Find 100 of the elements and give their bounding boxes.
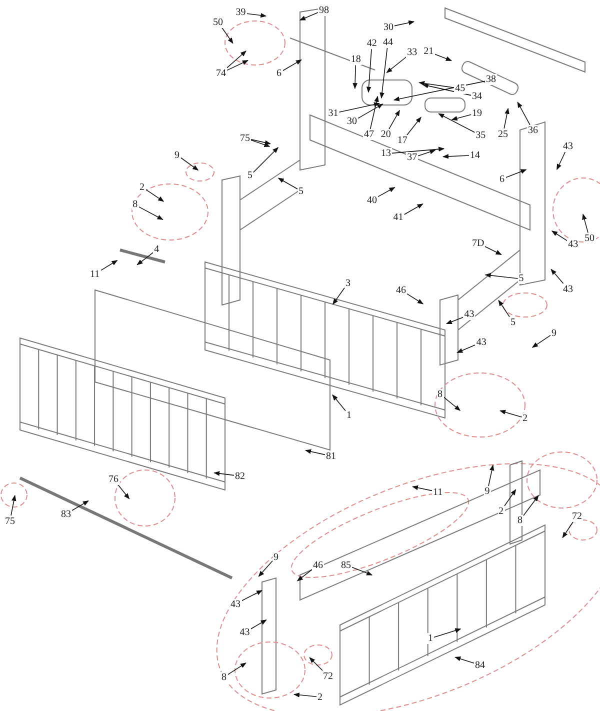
callout-number: 3 (344, 278, 352, 288)
leader-line (556, 151, 566, 170)
leader-line (241, 590, 263, 602)
callout-number: 47 (363, 128, 375, 140)
leader-line (309, 657, 323, 671)
leader-line (434, 628, 462, 638)
leader-line (278, 178, 298, 190)
callout-number: 45 (454, 83, 466, 94)
callout-number: 9 (484, 486, 491, 497)
callout-number: 1 (427, 632, 434, 644)
leader-line (358, 104, 384, 119)
callout-number: 8 (516, 514, 524, 526)
callout-number: 11 (432, 486, 444, 498)
leader-line (438, 113, 476, 133)
callout-number: 8 (436, 388, 444, 400)
callout-number: 31 (327, 108, 340, 119)
leader-line (250, 139, 271, 145)
callout-number: 43 (475, 336, 488, 348)
callout-number: 11 (89, 268, 101, 280)
callout-number: 13 (380, 148, 392, 160)
callout-number: 43 (562, 284, 574, 294)
callout-number: 50 (584, 232, 596, 244)
leader-line (296, 569, 312, 582)
callout-number: 2 (138, 182, 146, 192)
leader-line (406, 116, 422, 136)
callout-number: 40 (366, 194, 378, 206)
leader-line (332, 288, 345, 305)
callout-number: 38 (484, 74, 497, 86)
leader-line (227, 662, 246, 676)
callout-number: 46 (312, 560, 324, 570)
leader-line (532, 334, 551, 348)
leader-line (446, 316, 464, 324)
leader-line (422, 84, 472, 96)
leader-line (456, 344, 476, 353)
leader-line (550, 268, 564, 284)
leader-line (221, 27, 234, 44)
callout-number: 81 (325, 450, 337, 462)
leader-line (338, 102, 380, 112)
callout-number: 18 (350, 54, 362, 66)
leader-line (136, 252, 154, 266)
callout-number: 84 (474, 660, 486, 670)
callout-number: 2 (498, 506, 504, 516)
callout-number: 75 (4, 516, 16, 526)
callout-number: 85 (340, 560, 352, 570)
leader-line (366, 48, 372, 93)
leader-line (504, 108, 510, 129)
leader-line (253, 147, 279, 173)
leader-line (498, 300, 510, 318)
leader-line (517, 102, 530, 126)
callout-number: 43 (567, 239, 580, 250)
callout-number: 43 (463, 309, 476, 320)
callout-number: 9 (550, 328, 558, 338)
leader-line (250, 140, 270, 147)
callout-number: 43 (562, 140, 574, 152)
leader-line (305, 449, 326, 456)
callout-number: 5 (518, 273, 525, 284)
callout-number: 72 (571, 510, 583, 522)
callout-number: 7D (471, 238, 486, 248)
leader-line (352, 566, 373, 576)
leader-line (145, 188, 164, 202)
leader-line (412, 485, 432, 492)
callout-number: 76 (108, 474, 120, 485)
callout-number: 5 (246, 170, 254, 182)
leader-line (505, 169, 527, 178)
callout-number: 9 (174, 150, 180, 160)
leader-line (418, 81, 455, 88)
leader-line (488, 464, 494, 486)
callout-number: 6 (498, 174, 506, 184)
leader-line (392, 146, 445, 154)
callout-number: 46 (395, 284, 407, 296)
callout-number: 14 (468, 150, 481, 161)
callout-number: 25 (497, 128, 509, 140)
callout-number: 98 (318, 4, 330, 16)
leader-line (72, 500, 89, 511)
callout-number: 43 (230, 598, 242, 610)
leader-line (393, 80, 486, 102)
callout-number: 2 (316, 692, 324, 702)
callout-number: 35 (474, 130, 487, 141)
leader-line (434, 54, 452, 61)
callout-number: 83 (60, 508, 72, 520)
callout-number: 8 (132, 199, 139, 210)
leader-line (378, 187, 396, 198)
leader-line (442, 154, 470, 159)
callout-number: 2 (522, 412, 528, 424)
leader-line (332, 394, 346, 412)
callout-number: 30 (382, 22, 394, 33)
callout-number: 44 (382, 36, 394, 48)
leader-line (451, 114, 472, 121)
leader-line (10, 494, 16, 516)
callout-number: 75 (239, 132, 251, 144)
callout-number: 34 (470, 91, 483, 102)
leader-line (380, 47, 388, 99)
callout-number: 50 (212, 16, 224, 28)
leader-line (226, 60, 248, 71)
leader-line (500, 410, 522, 418)
leader-line (214, 471, 234, 476)
leader-line (282, 59, 302, 72)
leader-line (394, 20, 415, 26)
callout-number: 19 (471, 108, 483, 118)
callout-number: 43 (238, 626, 251, 638)
